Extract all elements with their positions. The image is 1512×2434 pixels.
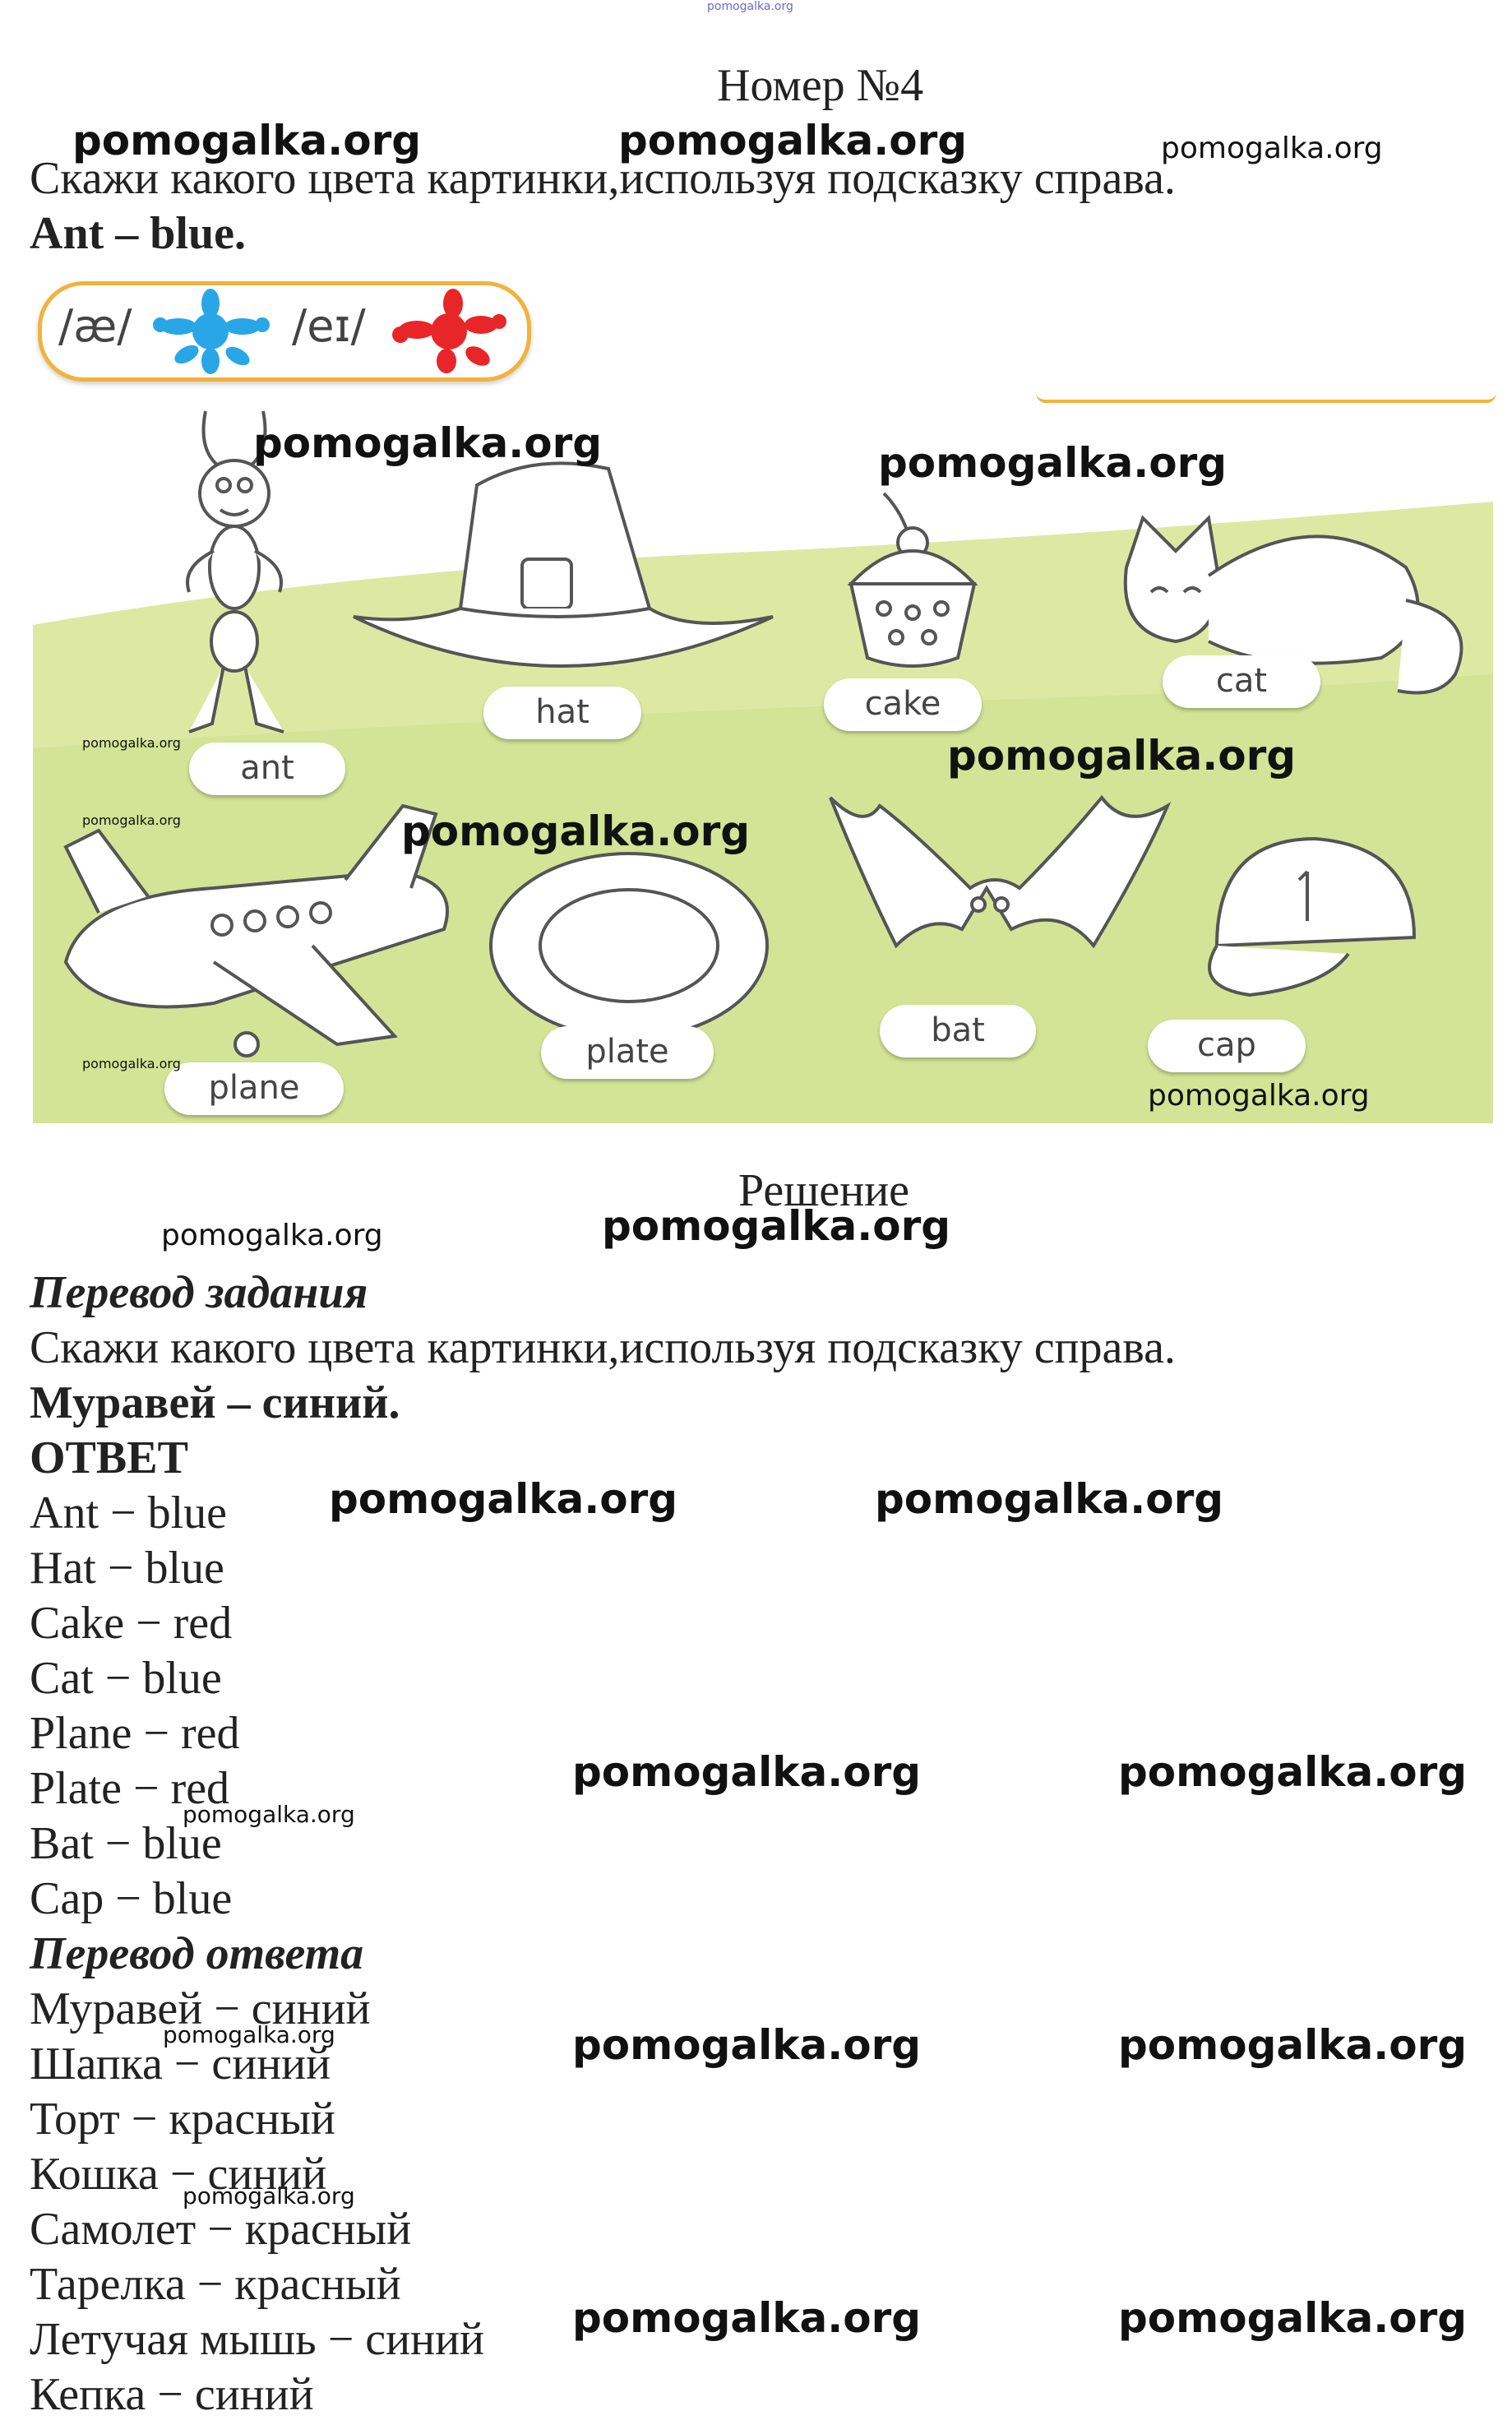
- label-cat: cat: [1163, 655, 1320, 708]
- answer-line: Cake − red: [30, 1598, 233, 1649]
- answer-line: Cat − blue: [30, 1653, 222, 1704]
- watermark: pomogalka.org: [618, 117, 968, 164]
- answer-line: Bat − blue: [30, 1818, 222, 1869]
- sound-ae-label: /æ/: [58, 300, 132, 352]
- watermark: pomogalka.org: [1118, 2294, 1468, 2342]
- label-cap: cap: [1148, 1020, 1306, 1072]
- answer-translation-line: Кепка − синий: [30, 2369, 314, 2420]
- answer-translation-heading: Перевод ответа: [30, 1928, 364, 1979]
- answer-translation-line: Самолет − красный: [30, 2204, 412, 2255]
- solution-heading: Решение: [738, 1165, 910, 1216]
- label-cake: cake: [824, 678, 982, 731]
- cake-icon: [847, 492, 978, 668]
- answer-translation-line: Торт − красный: [30, 2094, 335, 2145]
- plane-icon: [63, 803, 449, 1057]
- translation-example: Муравей – синий.: [30, 1377, 400, 1428]
- watermark: pomogalka.org: [1148, 1079, 1370, 1113]
- answer-line: Cap − blue: [30, 1873, 233, 1924]
- vocabulary-picture: ant hat cake cat plane plate bat cap: [33, 403, 1493, 1123]
- plate-icon: [489, 852, 769, 1039]
- sound-ei-label: /eɪ/: [292, 300, 366, 352]
- page-title: Номер №4: [717, 60, 924, 111]
- red-splat-icon: [392, 289, 506, 373]
- answer-translation-line: Шапка − синий: [30, 2038, 331, 2089]
- task-example: Ant – blue.: [30, 208, 246, 259]
- watermark: pomogalka.org: [1118, 1748, 1468, 1796]
- answer-translation-line: Тарелка − красный: [30, 2259, 401, 2310]
- answer-translation-line: Муравей − синий: [30, 1983, 371, 2034]
- cat-icon: [1123, 514, 1463, 695]
- label-bat: bat: [880, 1005, 1036, 1057]
- watermark: pomogalka.org: [183, 2182, 355, 2210]
- watermark: pomogalka.org: [329, 1475, 678, 1523]
- ant-icon: [186, 410, 284, 733]
- bat-icon: [829, 794, 1172, 949]
- label-hat: hat: [483, 687, 641, 739]
- watermark: pomogalka.org: [183, 1801, 355, 1828]
- watermark: pomogalka.org: [1161, 132, 1383, 165]
- watermark: pomogalka.org: [161, 1219, 383, 1252]
- answer-line: Plane − red: [30, 1708, 240, 1759]
- watermark: pomogalka.org: [602, 1202, 951, 1250]
- watermark: pomogalka.org: [875, 1475, 1224, 1523]
- label-plane: plane: [164, 1062, 344, 1115]
- answer-line: Ant − blue: [30, 1488, 227, 1539]
- watermark: pomogalka.org: [72, 117, 422, 164]
- label-ant: ant: [189, 743, 345, 795]
- answer-line: Hat − blue: [30, 1543, 224, 1594]
- cap-icon: [1208, 836, 1417, 997]
- watermark: pomogalka.org: [82, 812, 181, 828]
- watermark: pomogalka.org: [163, 2021, 335, 2048]
- label-plate: plate: [541, 1026, 714, 1079]
- answer-line: Plate − red: [30, 1763, 230, 1814]
- hat-icon: [353, 461, 774, 668]
- translation-heading: Перевод задания: [30, 1267, 368, 1318]
- watermark: pomogalka.org: [1118, 2021, 1468, 2069]
- watermark: pomogalka.org: [572, 2294, 922, 2342]
- watermark: pomogalka.org: [572, 2021, 922, 2069]
- answer-translation-line: Летучая мышь − синий: [30, 2314, 484, 2365]
- source-tag: pomogalka.org: [707, 0, 793, 13]
- ground-background: [33, 502, 1493, 1123]
- answer-heading: ОТВЕТ: [30, 1432, 188, 1483]
- legend-fragment: [1036, 393, 1496, 403]
- watermark: pomogalka.org: [572, 1748, 922, 1796]
- watermark: pomogalka.org: [401, 807, 751, 855]
- watermark: pomogalka.org: [82, 1056, 181, 1071]
- watermark: pomogalka.org: [82, 735, 181, 751]
- watermark: pomogalka.org: [878, 439, 1228, 487]
- answer-translation-line: Кошка − синий: [30, 2149, 327, 2200]
- watermark: pomogalka.org: [253, 419, 603, 467]
- watermark: pomogalka.org: [947, 732, 1297, 780]
- task-instruction: Скажи какого цвета картинки,используя по…: [30, 153, 1176, 204]
- blue-splat-icon: [153, 289, 270, 374]
- sound-legend: /æ/ /eɪ/: [38, 281, 531, 382]
- translation-text: Скажи какого цвета картинки,используя по…: [30, 1322, 1176, 1373]
